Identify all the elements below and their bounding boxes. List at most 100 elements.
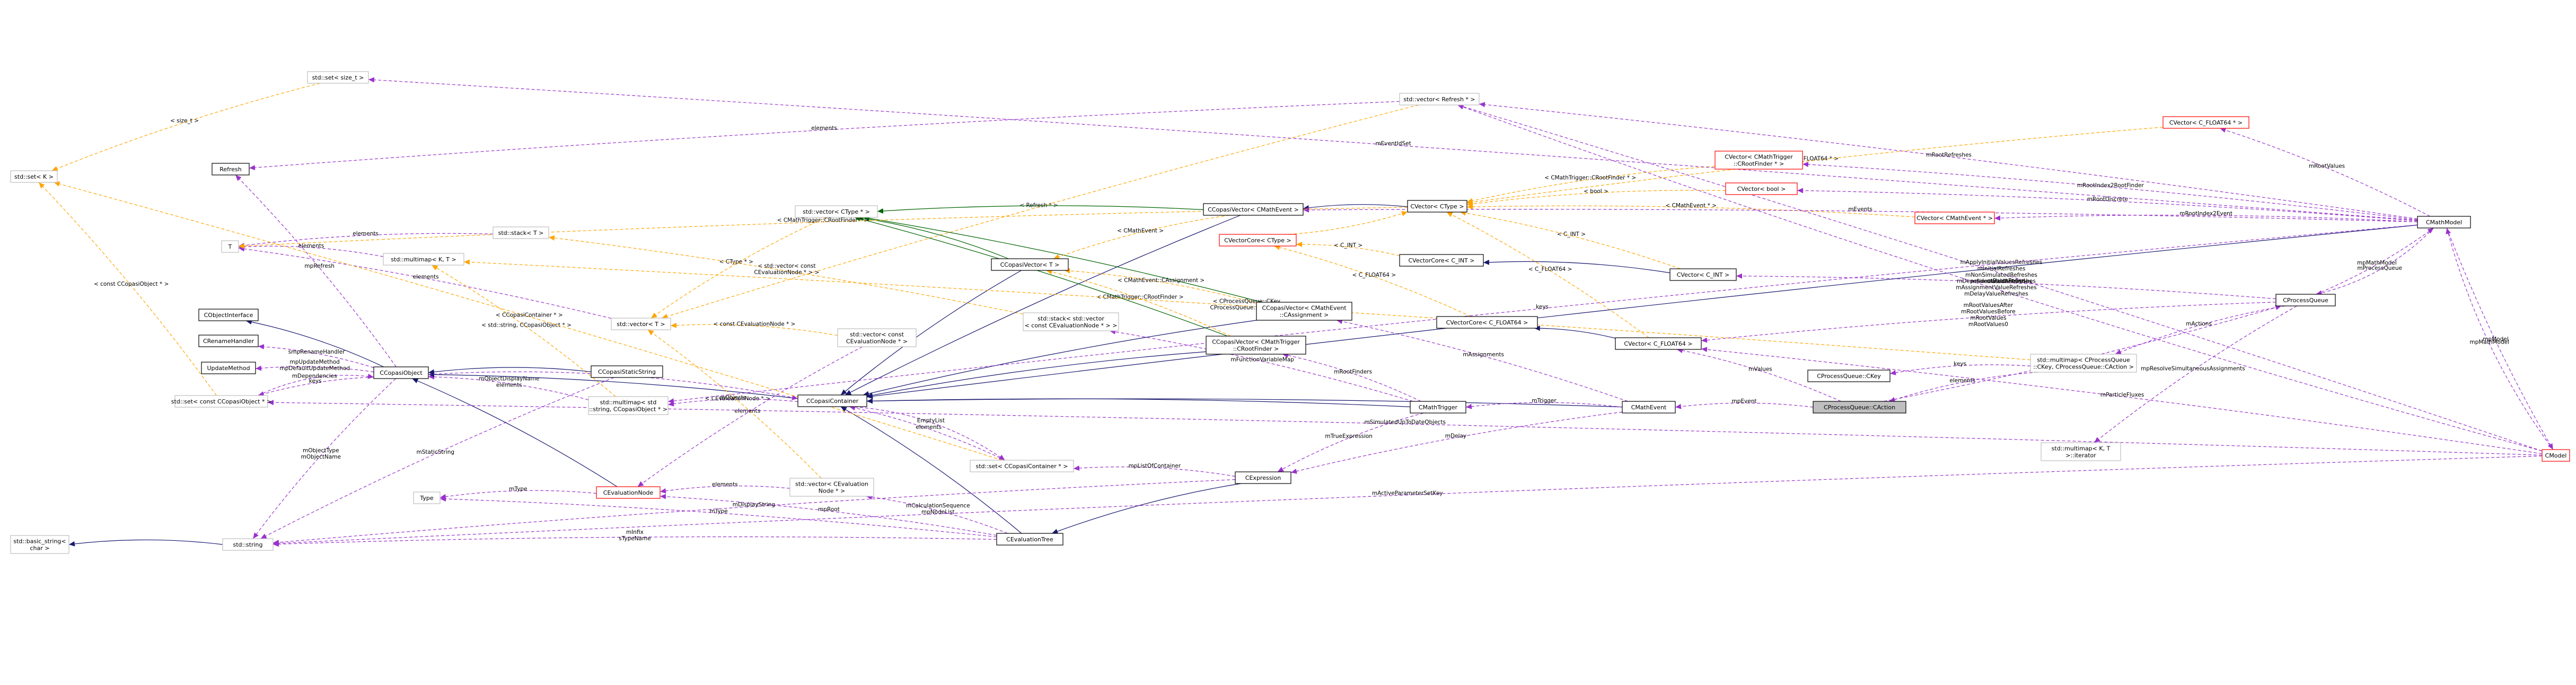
class-node-multimap-iter[interactable]: std::multimap< K, T>::iterator (2041, 442, 2121, 461)
class-node-cprocessqueue[interactable]: CProcessQueue (2275, 294, 2336, 306)
edge-line (1303, 204, 1408, 210)
class-node-basic-string[interactable]: std::basic_string<char > (10, 535, 69, 554)
class-node-stack-vec[interactable]: std::stack< std::vector< const CEvaluati… (1023, 312, 1119, 331)
class-node-cobjectinterface[interactable]: CObjectInterface (198, 309, 259, 321)
class-node-ccopasistaticstring[interactable]: CCopasiStaticString (591, 365, 663, 378)
edge-e56: mFunctionVariableMap (1110, 329, 1413, 402)
class-node-label: CCopasiObject (380, 370, 423, 376)
class-node-cmathmodel[interactable]: CMathModel (2417, 216, 2471, 229)
class-node-cvectorcfloatptr[interactable]: CVector< C_FLOAT64 * > (2162, 116, 2249, 129)
class-node-vec-ctype[interactable]: std::vector< CType * > (795, 205, 878, 218)
edge-label: mDisplayString (733, 502, 775, 508)
edge-label: keys (1954, 361, 1966, 367)
edge-e38: mpListOfContainer (1073, 463, 1236, 477)
edge-label: elements (916, 424, 942, 431)
edge-label: elements (1949, 377, 1975, 384)
class-node-ccopasivectorassign[interactable]: CCopasiVector< CMathEvent::CAssignment > (1256, 302, 1352, 321)
class-node-ccopasivectort[interactable]: CCopasiVector< T > (991, 258, 1069, 271)
edge-label: < std::string, CCopasiObject * > (481, 322, 572, 329)
class-node-cmathevent[interactable]: CMathEvent (1622, 401, 1676, 414)
edge-label: mActiveParameterSetKey (1372, 490, 1443, 497)
class-node-t[interactable]: T (221, 240, 239, 253)
class-node-multimap-string[interactable]: std::multimap< std::string, CCopasiObjec… (588, 396, 669, 415)
class-node-vector-t[interactable]: std::vector< T > (611, 318, 671, 330)
edge-line (1479, 102, 2418, 219)
class-node-ccopasiobject[interactable]: CCopasiObject (373, 366, 429, 379)
class-node-refresh[interactable]: Refresh (212, 163, 250, 175)
edge-line (849, 405, 1005, 461)
class-node-crenamehandler[interactable]: CRenameHandler (198, 335, 259, 347)
class-node-cvectorbool[interactable]: CVector< bool > (1725, 182, 1798, 195)
edge-label: < CMathEvent > (1117, 227, 1164, 234)
class-node-box (991, 258, 1069, 271)
edge-label: mInitialRefreshes (1977, 266, 2026, 272)
class-node-cvectortriggerrf[interactable]: CVector< CMathTrigger::CRootFinder * > (1715, 151, 1803, 170)
class-node-label: CVector< CType > (1410, 203, 1464, 210)
class-node-type[interactable]: Type (413, 491, 441, 504)
class-node-cprocessqueuecaction[interactable]: CProcessQueue::CAction (1813, 401, 1906, 414)
class-node-cvectorcorecint[interactable]: CVectorCore< C_INT > (1399, 254, 1484, 267)
class-node-cvectorcmatheventptr[interactable]: CVector< CMathEvent * > (1914, 212, 1995, 224)
class-node-label: T (228, 243, 232, 250)
class-node-ccopasivectorcmathevent[interactable]: CCopasiVector< CMathEvent > (1203, 203, 1304, 216)
class-node-cvectorcorectype[interactable]: CVectorCore< CType > (1219, 234, 1297, 247)
class-node-ccopasivectortrigger[interactable]: CCopasiVector< CMathTrigger::CRootFinder… (1206, 336, 1306, 355)
class-node-vec-evalnode[interactable]: std::vector< CEvaluationNode * > (789, 478, 874, 497)
class-node-cvectorctype[interactable]: CVector< CType > (1407, 200, 1467, 213)
class-node-updatemethod[interactable]: UpdateMethod (201, 362, 256, 374)
class-node-cvectorcfloat[interactable]: CVector< C_FLOAT64 > (1615, 337, 1702, 350)
edge-e1 (245, 319, 384, 367)
class-node-multimap-pq[interactable]: std::multimap< CProcessQueue::CKey, CPro… (2030, 354, 2137, 373)
edge-line (1483, 259, 1671, 274)
edge-e20: mObjects (667, 394, 798, 407)
edge-line (1457, 104, 2543, 452)
class-node-std-set-k[interactable]: std::set< K > (10, 170, 58, 183)
edge-line (877, 205, 1204, 214)
edge-e58: mTrigger (1465, 398, 1623, 409)
edge-line (1460, 210, 1681, 269)
class-node-ccopasicontainer[interactable]: CCopasiContainer (797, 394, 867, 407)
edge-line (428, 372, 798, 399)
edge-line (660, 485, 790, 494)
class-node-box (2162, 116, 2249, 129)
edge-e39: elements (849, 405, 1005, 461)
class-node-vec-refresh[interactable]: std::vector< Refresh * > (1399, 93, 1480, 106)
edge-e29: mType (439, 486, 597, 499)
class-node-set-ccopasicontainer[interactable]: std::set< CCopasiContainer * > (970, 460, 1074, 472)
class-node-label: CMathEvent (1631, 404, 1667, 411)
class-node-label: CRenameHandler (203, 338, 254, 345)
edge-label: keys (309, 378, 322, 384)
class-node-cmodel[interactable]: CModel (2542, 449, 2570, 462)
class-node-cexpression[interactable]: CExpression (1235, 471, 1291, 484)
class-node-multimap-kt[interactable]: std::multimap< K, T > (383, 253, 464, 266)
class-node-box (2041, 442, 2121, 461)
edge-label: mTrigger (1532, 398, 1557, 404)
class-node-cvectorcint[interactable]: CVector< C_INT > (1669, 268, 1737, 281)
class-node-label: < const CEvaluationNode * > > (1025, 322, 1118, 329)
class-node-cprocessqueueckey[interactable]: CProcessQueue::CKey (1807, 370, 1891, 382)
class-node-box (493, 226, 549, 239)
class-node-std-stack-t[interactable]: std::stack< T > (493, 226, 549, 239)
class-node-label: ::CRootFinder > (1233, 346, 1279, 353)
class-node-box (413, 491, 441, 504)
edge-line (854, 216, 1228, 337)
class-node-std-string[interactable]: std::string (222, 538, 274, 551)
class-node-label: CCopasiVector< T > (1000, 261, 1060, 268)
edge-label: mEventIdSet (1375, 140, 1411, 147)
edge-line (2094, 305, 2297, 443)
edge-label: mpEvent (1732, 398, 1757, 405)
class-node-set-size-t[interactable]: std::set< size_t > (307, 71, 369, 84)
class-node-cevaluationnode[interactable]: CEvaluationNode (596, 486, 661, 499)
class-node-cmathtrigger[interactable]: CMathTrigger (1410, 401, 1466, 414)
class-node-label: CEvaluationNode (603, 489, 654, 496)
edge-e30 (412, 378, 618, 487)
class-node-label: std::vector< CEvaluation (795, 481, 868, 488)
class-node-cvectorcorecfloat[interactable]: CVectorCore< C_FLOAT64 > (1436, 316, 1538, 329)
edge-label: mNonSimulatedRefreshes (1965, 272, 2037, 278)
class-node-set-ccopasiobject[interactable]: std::set< const CCopasiObject * > (171, 395, 271, 408)
class-node-label: CMathTrigger (1419, 404, 1458, 411)
class-node-cevaluationtree[interactable]: CEvaluationTree (996, 533, 1063, 546)
